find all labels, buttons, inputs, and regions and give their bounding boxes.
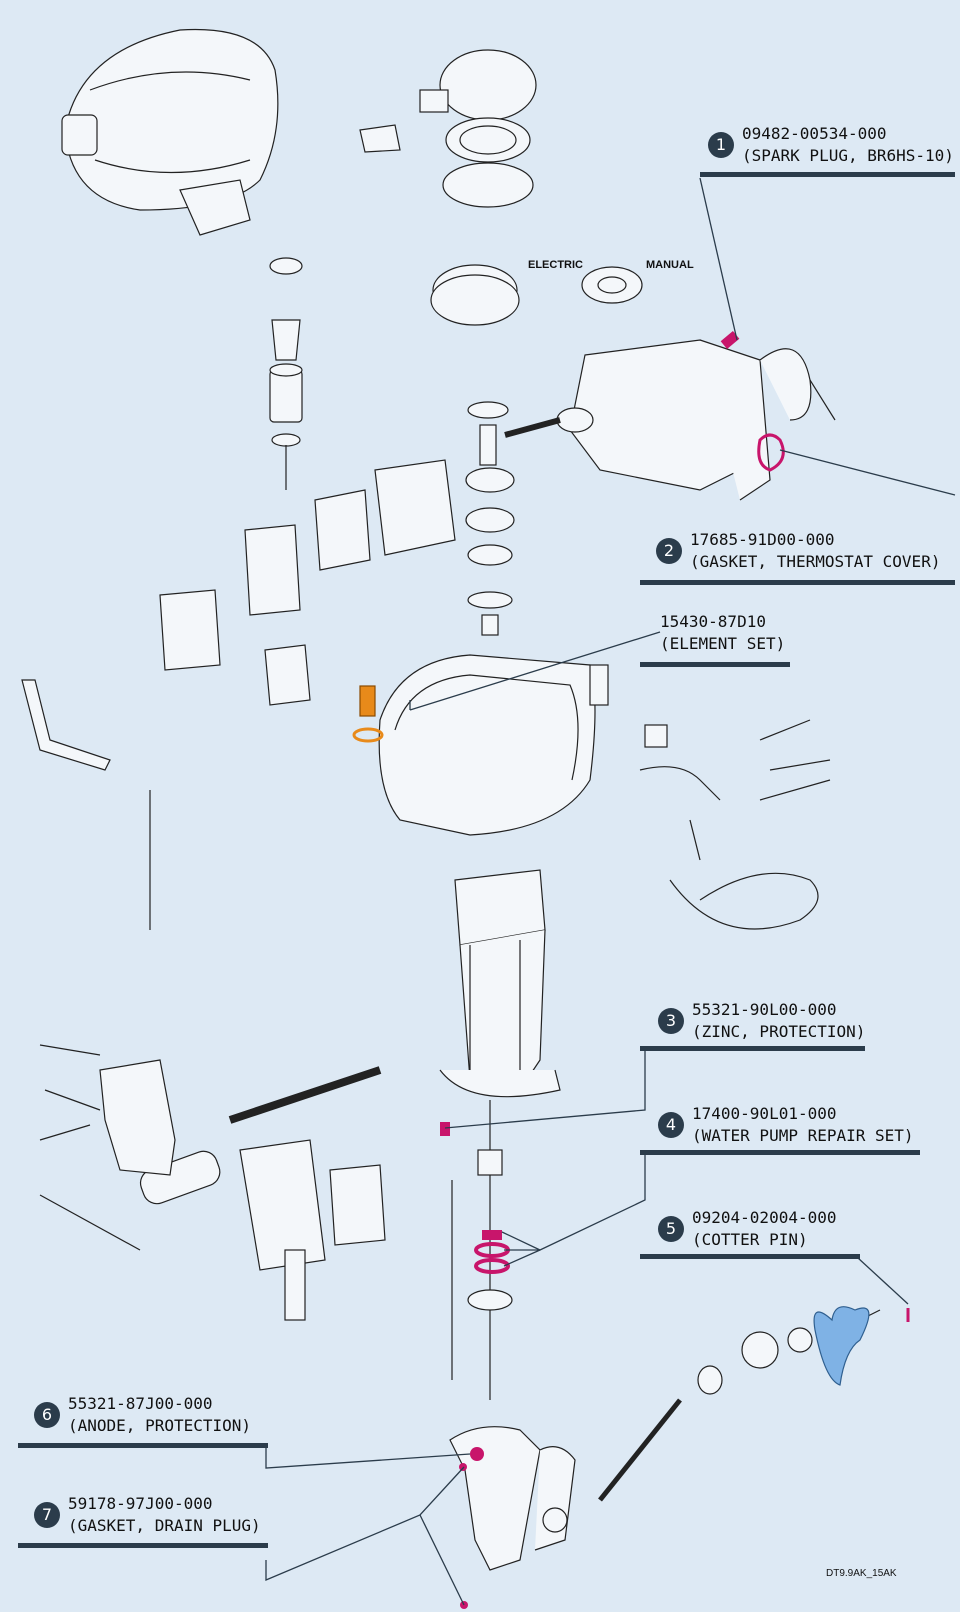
- callout-part-number: 55321-90L00-000: [692, 1000, 837, 1019]
- recoil-starter-drawing: [359, 49, 537, 208]
- callout-badge: 1: [708, 132, 734, 158]
- callout-underline: [640, 580, 955, 585]
- flywheel-drawing: [430, 264, 643, 326]
- drawing-code: DT9.9AK_15AK: [826, 1568, 897, 1579]
- callout-badge: 5: [658, 1216, 684, 1242]
- anode-highlight: [470, 1447, 484, 1461]
- callout-part-number: 09482-00534-000: [742, 124, 887, 143]
- cylinder-block-drawing: [504, 339, 836, 501]
- callout-badge: 7: [34, 1502, 60, 1528]
- callout-underline: [640, 1046, 865, 1051]
- carburetor-drawing: [159, 459, 456, 706]
- callout-badge: 6: [34, 1402, 60, 1428]
- callout-description: (ELEMENT SET): [660, 634, 786, 653]
- tiller-handle-drawing: [21, 679, 221, 1205]
- leader-lines: [265, 177, 956, 1606]
- element-set-highlight: [352, 685, 384, 743]
- wiring-harness-drawing: [639, 719, 831, 930]
- callout-underline: [700, 172, 955, 177]
- callout-part-number: 09204-02004-000: [692, 1208, 837, 1227]
- callout-description: (ZINC, PROTECTION): [692, 1022, 866, 1041]
- callout-part-number: 55321-87J00-000: [68, 1394, 213, 1413]
- driveshaft-housing-drawing: [439, 869, 561, 1098]
- callout-description: (COTTER PIN): [692, 1230, 808, 1249]
- callout-part-number: 17685-91D00-000: [690, 530, 835, 549]
- gearcase-drawing: [449, 1309, 881, 1571]
- spark-plug-highlight: [720, 331, 740, 349]
- manual-label: MANUAL: [646, 259, 694, 271]
- callout-part-number: 15430-87D10: [660, 612, 766, 631]
- crankshaft-drawing: [465, 401, 515, 636]
- callout-part-number: 17400-90L01-000: [692, 1104, 837, 1123]
- starter-motor-drawing: [269, 257, 303, 490]
- callout-underline: [18, 1543, 268, 1548]
- engine-cover-drawing: [61, 28, 279, 236]
- clamp-bracket-drawing: [39, 1044, 386, 1321]
- callout-description: (WATER PUMP REPAIR SET): [692, 1126, 914, 1145]
- callout-badge: 4: [658, 1112, 684, 1138]
- callout-description: (ANODE, PROTECTION): [68, 1416, 252, 1435]
- propeller-highlight: [813, 1306, 870, 1386]
- callout-underline: [640, 1150, 920, 1155]
- callout-description: (SPARK PLUG, BR6HS-10): [742, 146, 954, 165]
- callout-underline: [640, 662, 790, 667]
- callout-part-number: 59178-97J00-000: [68, 1494, 213, 1513]
- callout-description: (GASKET, DRAIN PLUG): [68, 1516, 261, 1535]
- bottom-cowl-drawing: [378, 654, 609, 836]
- electric-label: ELECTRIC: [528, 259, 583, 271]
- zinc-highlight: [440, 1122, 450, 1136]
- water-pump-kit-highlight: [474, 1230, 510, 1274]
- callout-description: (GASKET, THERMOSTAT COVER): [690, 552, 941, 571]
- callout-underline: [640, 1254, 860, 1259]
- callout-underline: [18, 1443, 268, 1448]
- callout-badge: 2: [656, 538, 682, 564]
- thermostat-gasket-highlight: [757, 433, 785, 472]
- water-pump-drawing: [451, 1100, 513, 1400]
- callout-badge: 3: [658, 1008, 684, 1034]
